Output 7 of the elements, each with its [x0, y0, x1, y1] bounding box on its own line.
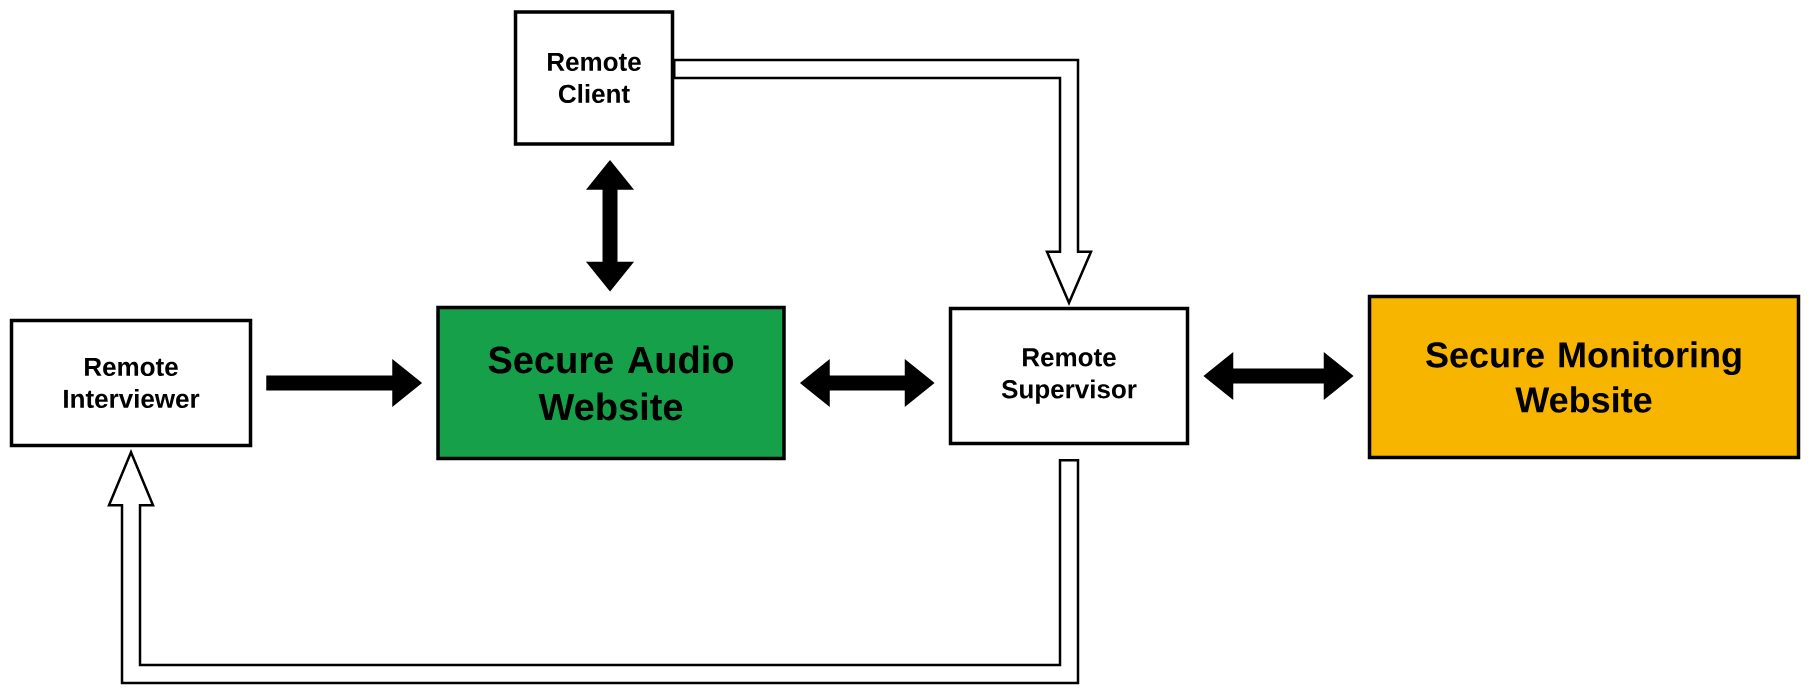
hollow-arrow: [107, 448, 1080, 685]
process-box: Remote Interviewer: [9, 318, 253, 448]
process-box: Secure Monitoring Website: [1367, 294, 1801, 460]
hollow-arrow: [673, 58, 1093, 306]
process-box: Secure Audio Website: [436, 305, 786, 461]
process-box: Remote Supervisor: [948, 306, 1190, 446]
process-box: Remote Client: [513, 10, 675, 146]
